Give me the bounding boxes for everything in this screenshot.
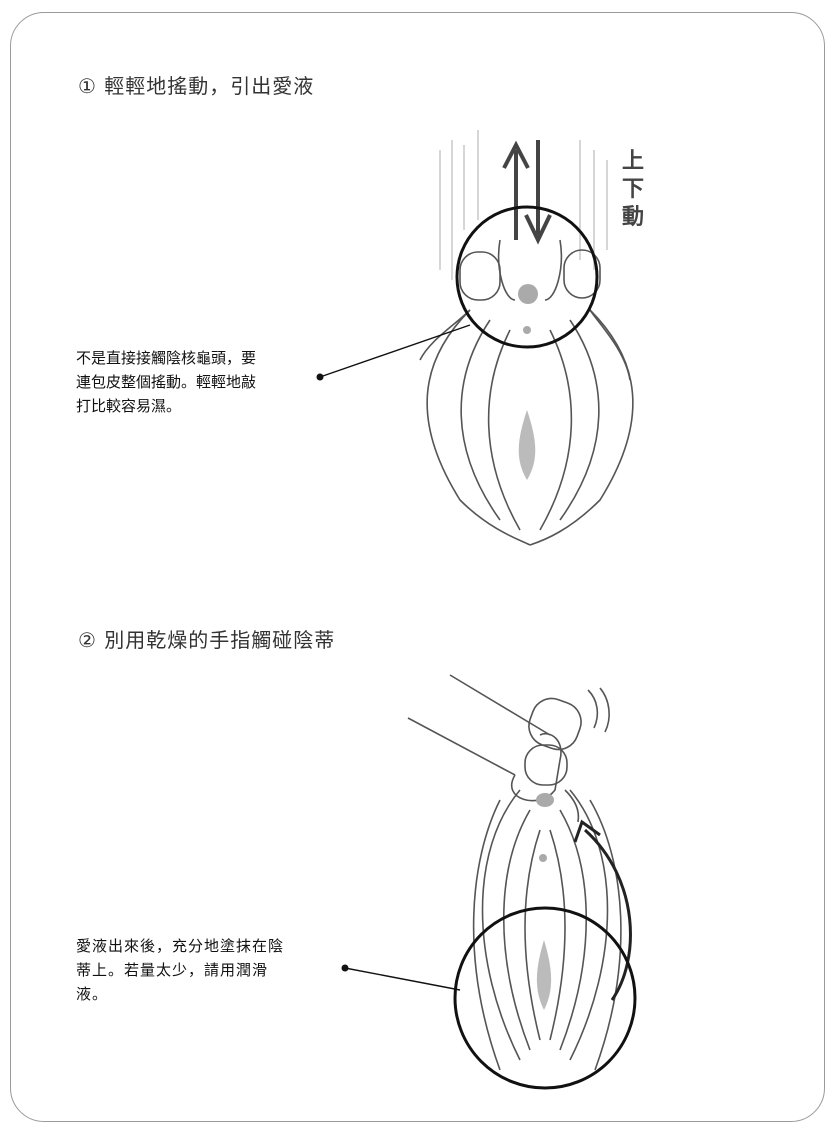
section1-heading: ① 輕輕地搖動，引出愛液 [78, 74, 315, 98]
anatomy-lines [407, 674, 622, 1071]
focus-circle [453, 906, 637, 1090]
section1-note: 不是直接接觸陰核龜頭，要 連包皮整個搖動。輕輕地敲 打比較容易濕。 [76, 346, 256, 418]
motion-lines [439, 130, 608, 280]
curved-arrow-icon [583, 828, 632, 1001]
section2-note: 愛液出來後，充分地塗抹在陰 蒂上。若量太少，請用潤滑 液。 [76, 934, 284, 1006]
up-down-arrow-icon [502, 140, 552, 245]
callout-dot [341, 964, 349, 972]
note-line: 愛液出來後，充分地塗抹在陰 [76, 937, 285, 955]
note-line: 連包皮整個搖動。輕輕地敲 [76, 373, 257, 391]
illustration-2 [341, 674, 637, 1090]
section2-heading: ② 別用乾燥的手指觸碰陰蒂 [78, 628, 336, 652]
note-line: 液。 [76, 985, 109, 1003]
focus-circle [455, 205, 599, 349]
motion-label: 上下動 [622, 149, 645, 230]
clitoris-mark [518, 284, 538, 304]
note-line: 不是直接接觸陰核龜頭，要 [76, 349, 257, 367]
note-line: 蒂上。若量太少，請用潤滑 [76, 961, 269, 979]
anatomy-lines [419, 239, 634, 546]
illustration-1 [316, 130, 634, 546]
opening-mark [518, 410, 536, 480]
note-line: 打比較容易濕。 [76, 397, 182, 415]
callout-dot [316, 373, 324, 381]
callout-line [319, 324, 471, 378]
page-card [10, 12, 825, 1122]
callout-line [344, 967, 461, 991]
